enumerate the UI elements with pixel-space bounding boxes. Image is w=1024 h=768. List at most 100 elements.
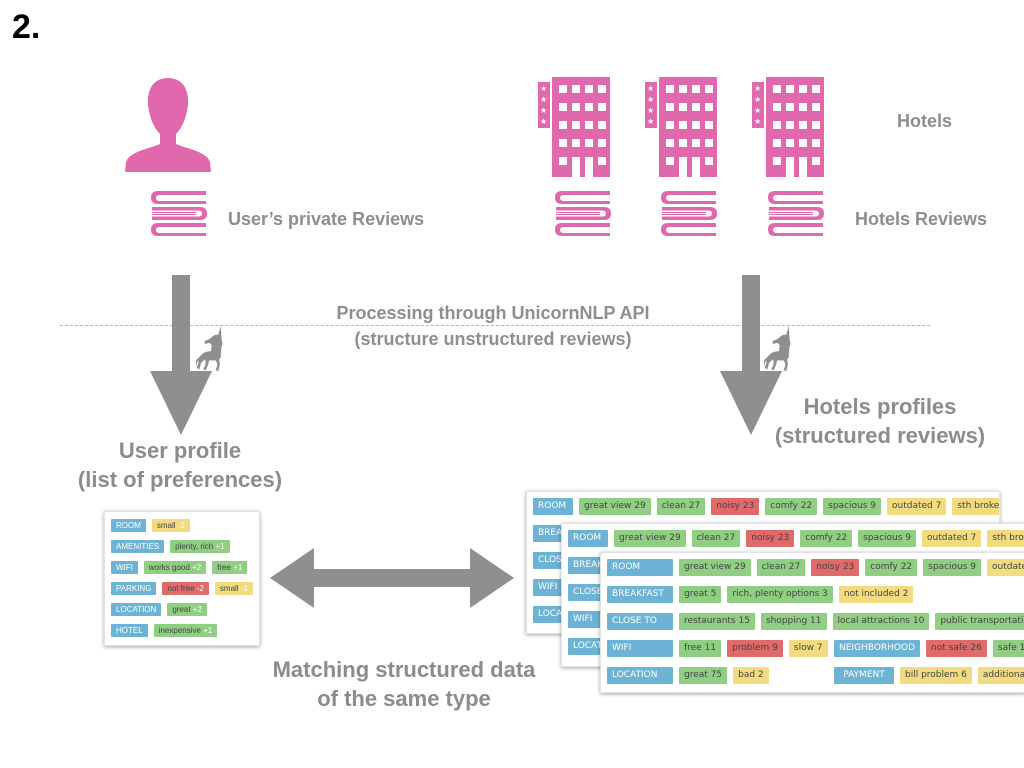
- user-profile-line-2: (list of preferences): [77, 467, 283, 492]
- category-tag: LOCATION: [111, 603, 162, 616]
- review-tag: spacious 9: [923, 559, 982, 576]
- preference-weight: -2: [196, 584, 204, 593]
- review-tag: sth broken 7: [987, 530, 1024, 547]
- category-tag: ROOM: [568, 530, 608, 547]
- category-tag: HOTEL: [111, 624, 148, 637]
- review-tag: great 75: [679, 667, 728, 684]
- preference-tag: great +2: [167, 603, 207, 616]
- review-tag: great view 29: [614, 530, 686, 547]
- profile-row: HOTEL inexpensive +1: [111, 624, 223, 637]
- hotel-building-icon: [645, 77, 717, 177]
- preference-text: small: [219, 584, 241, 593]
- down-arrow-right: [720, 275, 782, 435]
- category-tag: CLOSE TO: [607, 613, 673, 630]
- review-tag: problem 9: [727, 640, 783, 657]
- preference-weight: +1: [203, 626, 213, 635]
- hotel-profile-row: LOCATION great 75 bad 2: [607, 667, 775, 684]
- category-tag: PAYMENT: [834, 667, 894, 684]
- category-tag: WIFI: [607, 640, 673, 657]
- review-tag: spacious 9: [823, 498, 882, 515]
- user-profile-line-1: User profile: [118, 438, 242, 463]
- review-tag: slow 7: [788, 640, 828, 657]
- preference-tag: works good +2: [143, 561, 207, 574]
- review-tag: outdated 7: [987, 559, 1024, 576]
- unicorn-icon: [195, 325, 223, 372]
- profile-row: ROOM small -1: [111, 519, 196, 532]
- category-tag: AMENITIES: [111, 540, 165, 553]
- preference-tag: small -1: [214, 582, 253, 595]
- matching-line-2: of the same type: [317, 686, 491, 711]
- books-icon: [150, 190, 208, 237]
- preference-text: inexpensive: [158, 626, 204, 635]
- preference-text: plenty, rich: [175, 542, 216, 551]
- category-tag: LOCATION: [607, 667, 673, 684]
- preference-text: not free: [167, 584, 197, 593]
- preference-weight: +2: [192, 563, 202, 572]
- review-tag: additional fees: [977, 667, 1024, 684]
- hotel-building-icon: [538, 77, 610, 177]
- review-tag: sth broken 7: [952, 498, 999, 515]
- books-icon: [767, 190, 825, 237]
- review-tag: local attractions 10: [832, 613, 930, 630]
- review-tag: restaurants 15: [679, 613, 755, 630]
- preference-weight: -1: [240, 584, 248, 593]
- category-tag: WIFI: [111, 561, 138, 574]
- review-tag: free 11: [679, 640, 722, 657]
- slide-number: 2.: [12, 8, 41, 46]
- hotel-profile-row: WIFI free 11 problem 9 slow 7: [607, 640, 834, 657]
- category-tag: BREAKFAST: [607, 586, 673, 603]
- review-tag: public transportation 4: [935, 613, 1024, 630]
- category-tag: ROOM: [111, 519, 146, 532]
- category-tag: WIFI: [568, 611, 608, 628]
- hotels-label: Hotels: [897, 111, 953, 131]
- preference-text: small: [156, 521, 178, 530]
- preference-weight: +1: [215, 542, 225, 551]
- review-tag: comfy 22: [865, 559, 918, 576]
- person-icon: [125, 78, 211, 172]
- preference-tag: plenty, rich +1: [170, 540, 230, 553]
- review-tag: outdated 7: [922, 530, 982, 547]
- profile-row: AMENITIES plenty, rich +1: [111, 540, 236, 553]
- preference-weight: +2: [192, 605, 202, 614]
- double-arrow-icon: [270, 548, 514, 608]
- review-tag: spacious 9: [858, 530, 917, 547]
- review-tag: noisy 23: [811, 559, 860, 576]
- review-tag: bad 2: [733, 667, 769, 684]
- review-tag: comfy 22: [800, 530, 853, 547]
- hotels-reviews-label: Hotels Reviews: [855, 209, 988, 229]
- hotel-building-icon: [752, 77, 824, 177]
- books-icon: [660, 190, 718, 237]
- review-tag: clean 27: [691, 530, 741, 547]
- preference-tag: small -1: [151, 519, 190, 532]
- processing-line-1: Processing through UnicornNLP API: [336, 303, 650, 323]
- preference-text: great: [172, 605, 193, 614]
- preference-tag: free +1: [212, 561, 248, 574]
- category-tag: PARKING: [111, 582, 157, 595]
- preference-tag: inexpensive +1: [153, 624, 218, 637]
- review-tag: outdated 7: [887, 498, 947, 515]
- review-tag: clean 27: [756, 559, 806, 576]
- hotel-profile-row: WIFI: [568, 611, 614, 628]
- processing-divider: [60, 325, 930, 326]
- review-tag: great view 29: [679, 559, 751, 576]
- books-icon: [554, 190, 612, 237]
- review-tag: not safe 26: [926, 640, 987, 657]
- hotels-profiles-line-2: (structured reviews): [774, 423, 986, 448]
- review-tag: not included 2: [838, 586, 914, 603]
- hotel-profile-row: CLOSE TO restaurants 15 shopping 11 local a…: [607, 613, 1024, 630]
- user-reviews-label: User’s private Reviews: [228, 209, 425, 229]
- review-tag: shopping 11: [760, 613, 827, 630]
- preference-weight: +1: [233, 563, 243, 572]
- category-tag: NEIGHBORHOOD: [834, 640, 921, 657]
- review-tag: rich, plenty options 3: [727, 586, 833, 603]
- hotels-profiles-line-1: Hotels profiles: [803, 394, 957, 419]
- processing-caption: Processing through UnicornNLP API (struc…: [300, 300, 686, 352]
- preference-text: free: [217, 563, 234, 572]
